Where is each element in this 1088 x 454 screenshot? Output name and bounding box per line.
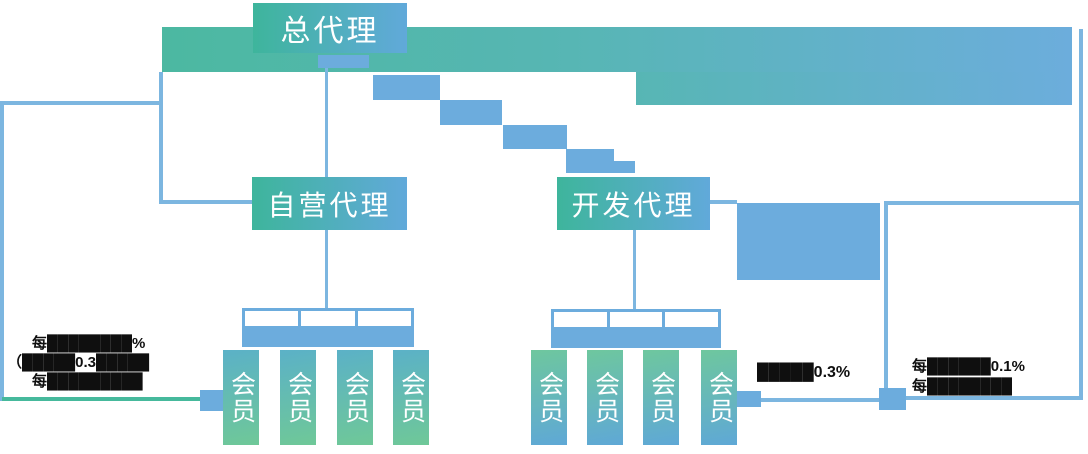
node-dev-agent: 开发代理 xyxy=(557,177,710,230)
member-column-label: 会员 xyxy=(591,370,620,425)
header-cell xyxy=(357,311,411,326)
connector-right-border-v xyxy=(1079,29,1083,203)
bottom-right-connector-square xyxy=(879,388,906,410)
member-column-label: 会员 xyxy=(705,370,734,425)
connector-dev-right-h xyxy=(710,200,737,204)
stair-step-2 xyxy=(440,100,502,125)
member-header-left-cells xyxy=(242,308,414,329)
member-column: 会员 xyxy=(701,350,737,445)
note-middle: █████0.3% xyxy=(757,364,850,382)
bottom-left-connector-square xyxy=(200,390,224,411)
member-header-right xyxy=(551,309,721,348)
node-general-agent: 总代理 xyxy=(253,3,407,53)
note-right-line2: 每████████ xyxy=(912,378,1013,395)
note-right-line1: 每██████0.1% xyxy=(912,358,1025,375)
stair-step-4 xyxy=(566,149,614,173)
note-middle-text: █████0.3% xyxy=(757,364,851,381)
node-general-agent-label: 总代理 xyxy=(280,15,380,48)
connector-bottom-right-h xyxy=(761,398,884,402)
member-header-left xyxy=(242,308,414,347)
header-cell xyxy=(301,311,358,326)
note-left-line3: 每█████████ xyxy=(32,373,143,390)
top-gradient-bar-lower xyxy=(636,72,1072,105)
connector-left-border-v xyxy=(0,101,4,401)
stair-step-1 xyxy=(373,75,440,100)
member-column: 会员 xyxy=(337,350,373,445)
connector-to-self-agent-h xyxy=(161,200,253,204)
node-dev-agent-label: 开发代理 xyxy=(571,189,696,221)
member-column: 会员 xyxy=(643,350,679,445)
header-cell xyxy=(665,312,719,327)
node-self-agent-label: 自营代理 xyxy=(267,189,392,221)
member-column: 会员 xyxy=(223,350,259,445)
member-column-label: 会员 xyxy=(535,370,564,425)
member-column-label: 会员 xyxy=(341,370,370,425)
member-column-label: 会员 xyxy=(397,370,426,425)
note-left-line2: （█████0.3█████ xyxy=(7,354,150,371)
member-row-right-tab xyxy=(737,391,761,407)
member-column-label: 会员 xyxy=(647,370,676,425)
stair-step-3 xyxy=(503,125,567,149)
note-left-block: 每████████% （█████0.3█████ 每█████████ xyxy=(7,334,149,391)
stair-step-5 xyxy=(613,161,635,173)
note-left-line1: 每████████% xyxy=(32,335,146,352)
connector-dev-to-members-v xyxy=(633,230,636,309)
node-self-agent: 自营代理 xyxy=(252,177,407,230)
connector-root-drop-v xyxy=(159,72,163,204)
right-outline-box xyxy=(884,201,1083,400)
member-column: 会员 xyxy=(280,350,316,445)
root-bottom-stub xyxy=(318,55,369,68)
member-column: 会员 xyxy=(587,350,623,445)
member-header-left-bar xyxy=(242,329,414,347)
member-column: 会员 xyxy=(531,350,567,445)
connector-bottom-left-teal-h xyxy=(2,397,204,401)
header-cell xyxy=(609,312,666,327)
member-column-label: 会员 xyxy=(227,370,256,425)
member-column-label: 会员 xyxy=(284,370,313,425)
member-header-right-cells xyxy=(551,309,721,330)
member-header-right-bar xyxy=(551,330,721,348)
note-right-block: 每██████0.1% 每████████ xyxy=(912,357,1025,397)
dev-agent-side-rect xyxy=(737,203,880,280)
header-cell xyxy=(554,312,610,327)
connector-top-left-h xyxy=(2,101,163,105)
member-column: 会员 xyxy=(393,350,429,445)
header-cell xyxy=(245,311,302,326)
